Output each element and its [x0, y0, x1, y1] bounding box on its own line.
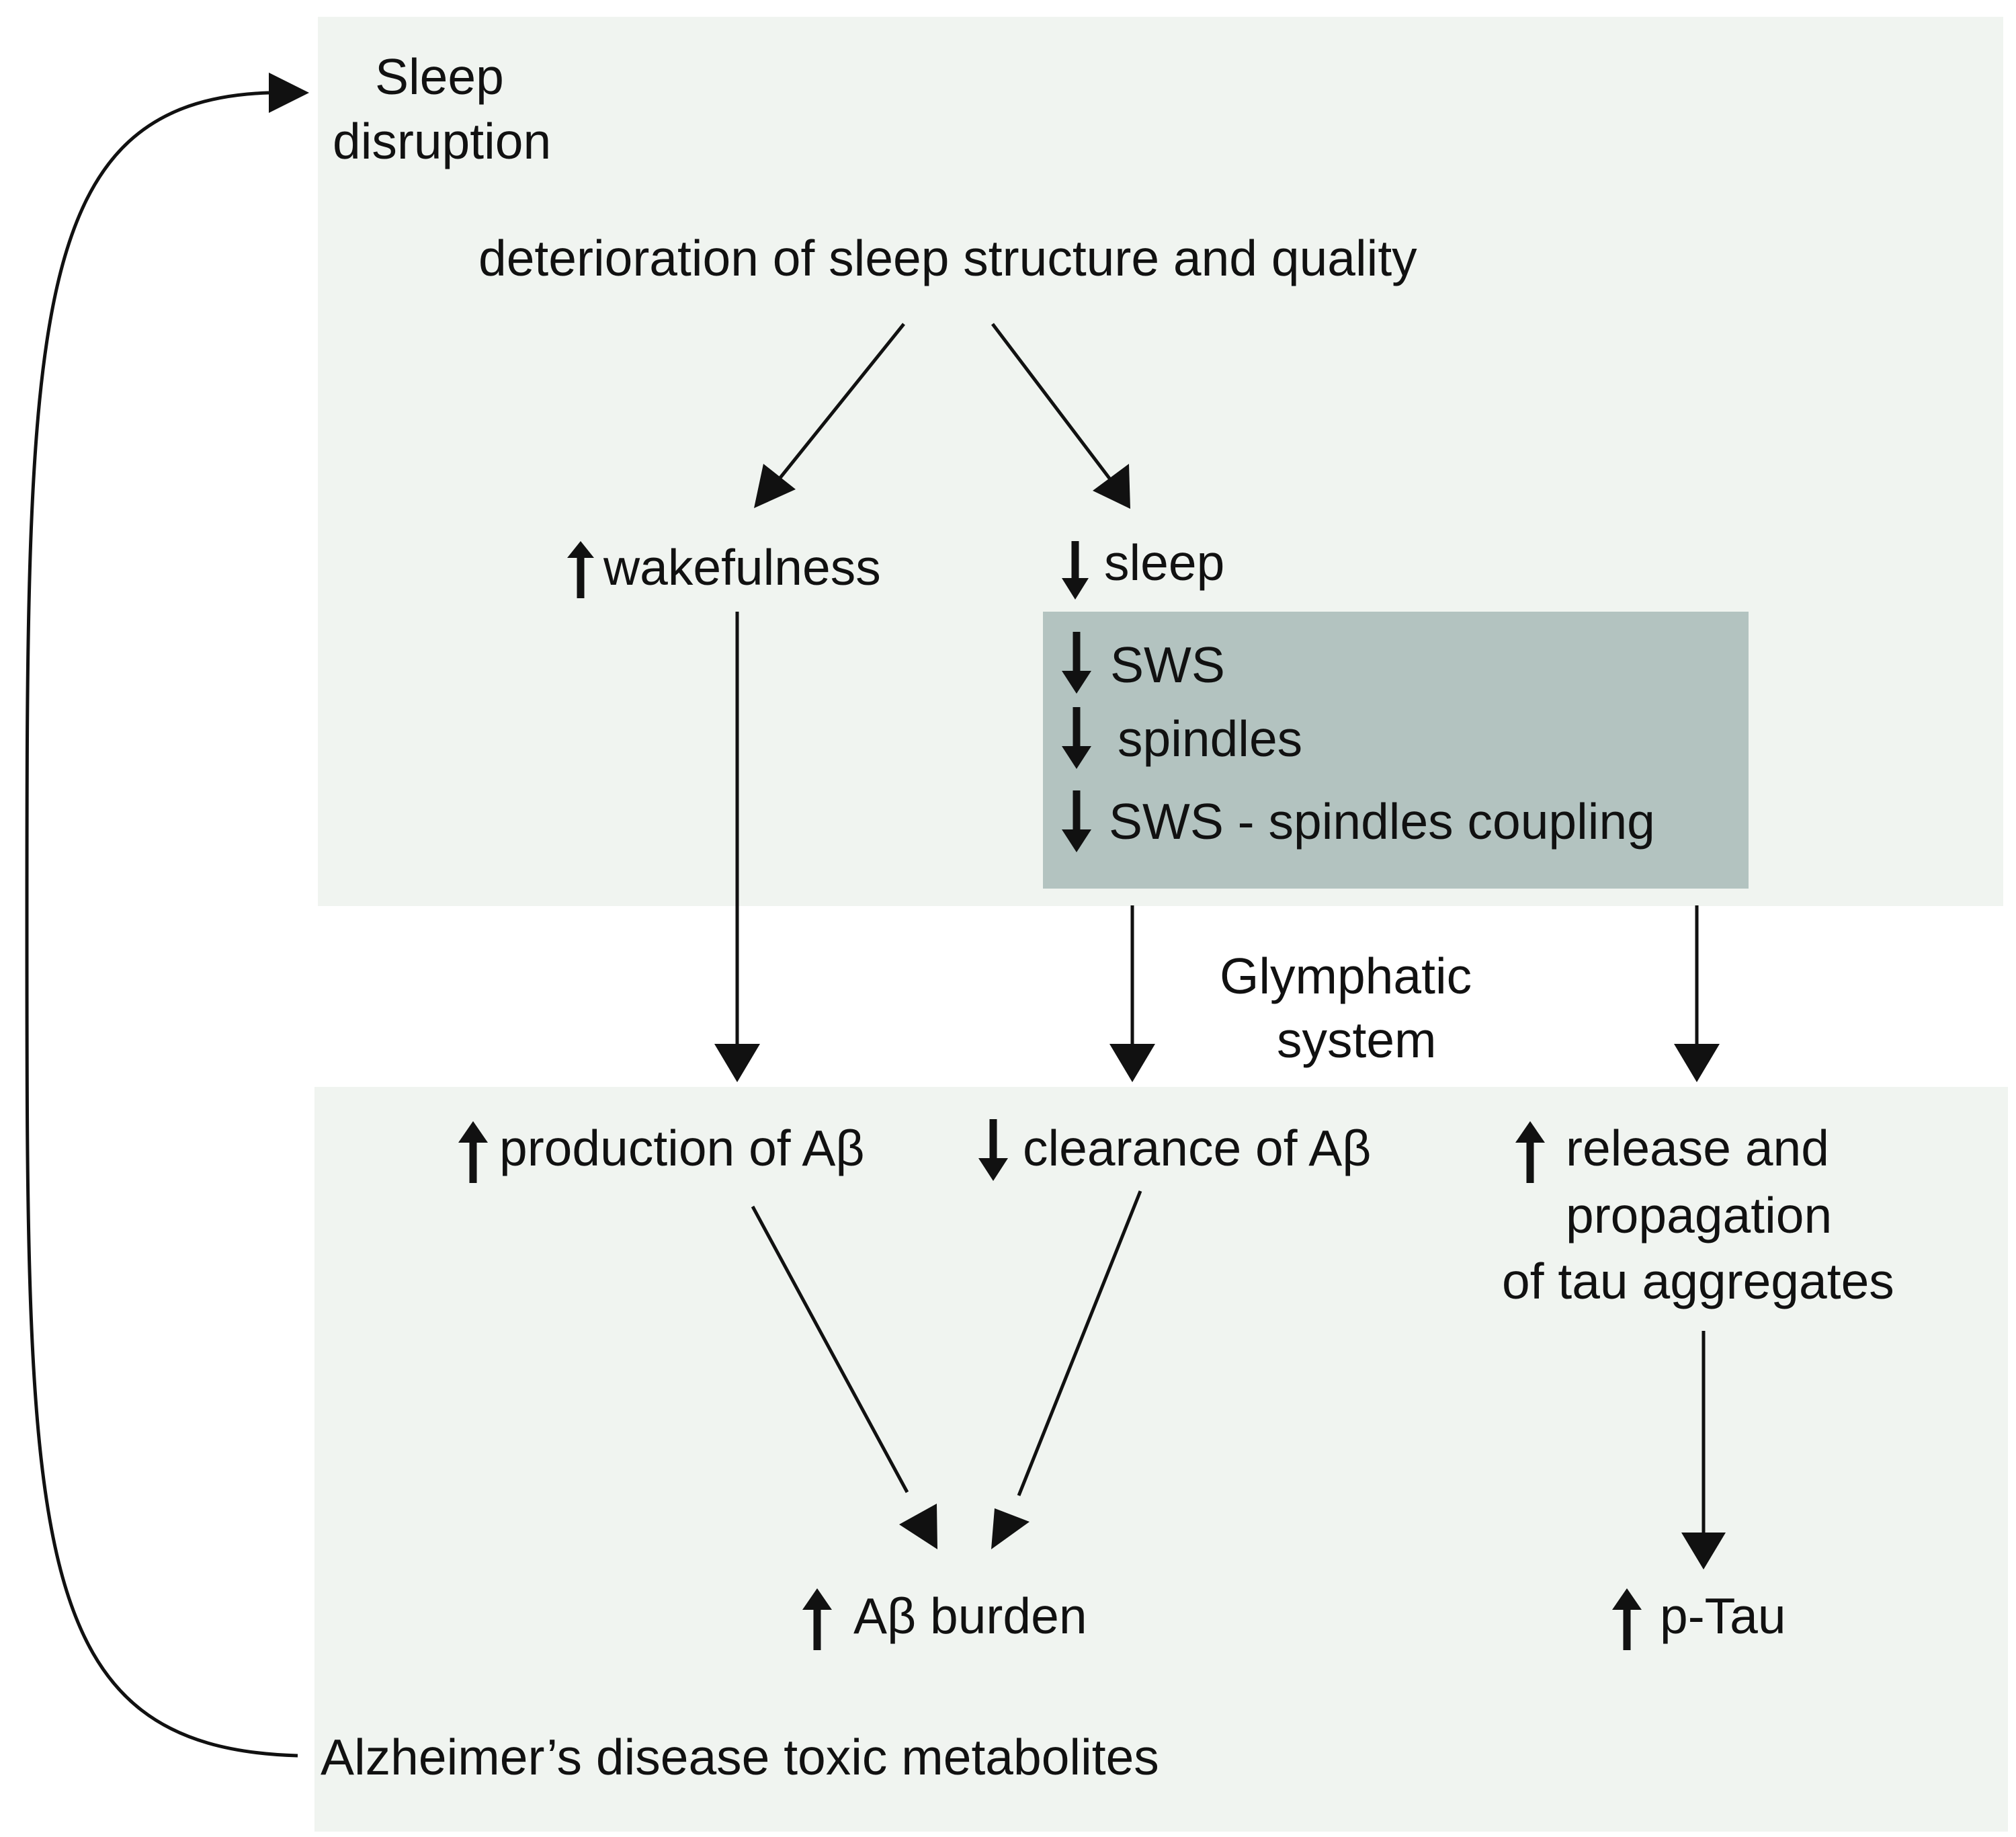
- glymphatic-system-label-line1: Glymphatic: [1220, 948, 1472, 1004]
- wakefulness-label: wakefulness: [603, 539, 881, 596]
- tau-release-label-line1: release and: [1566, 1120, 1829, 1176]
- up-arrow-icon: [1612, 1588, 1642, 1610]
- sws-spindles-coupling-label: SWS - spindles coupling: [1109, 793, 1655, 850]
- up-arrow-icon: [1515, 1121, 1545, 1143]
- ptau-label: p-Tau: [1660, 1588, 1786, 1644]
- arrow-head: [714, 1044, 760, 1082]
- arrow-clearance-to-ab-burden: [1017, 1190, 1142, 1496]
- sws-label: SWS: [1110, 637, 1225, 693]
- glymphatic-system-label-line2: system: [1277, 1012, 1437, 1068]
- bottom-panel: [314, 1087, 2008, 1832]
- arrow-deterioration-to-sleep: [991, 323, 1114, 483]
- deterioration-label: deterioration of sleep structure and qua…: [478, 230, 1417, 286]
- down-arrow-icon: [1062, 671, 1091, 694]
- down-arrow-icon: [1062, 829, 1091, 852]
- arrow-head: [1093, 464, 1130, 509]
- arrow-head: [1681, 1533, 1726, 1569]
- tau-release-label-line3: of tau aggregates: [1502, 1253, 1894, 1309]
- clearance-of-ab-label: clearance of Aβ: [1023, 1120, 1371, 1176]
- production-of-ab-label: production of Aβ: [499, 1120, 865, 1176]
- arrow-head: [991, 1508, 1030, 1549]
- arrow-head: [899, 1504, 937, 1549]
- sleep-label: sleep: [1104, 534, 1224, 591]
- sleep-disruption-title-line2: disruption: [333, 113, 551, 169]
- arrow-deterioration-to-wakefulness: [778, 323, 905, 480]
- arrow-head: [754, 464, 796, 508]
- down-arrow-icon: [978, 1158, 1008, 1181]
- arrow-production-to-ab-burden: [751, 1205, 909, 1494]
- up-arrow-icon: [458, 1121, 488, 1143]
- sws-highlight-box: [1043, 612, 1749, 889]
- up-arrow-icon: [802, 1588, 832, 1610]
- down-arrow-icon: [1062, 578, 1089, 600]
- spindles-label: spindles: [1118, 710, 1302, 767]
- tau-release-label-line2: propagation: [1566, 1187, 1832, 1243]
- arrow-head: [1109, 1044, 1155, 1082]
- ad-toxic-metabolites-label: Alzheimer’s disease toxic metabolites: [321, 1729, 1159, 1785]
- down-arrow-icon: [1062, 746, 1091, 769]
- sleep-disruption-title-line1: Sleep: [375, 48, 504, 105]
- feedback-loop-arrow: [25, 91, 298, 1758]
- arrow-head: [1674, 1044, 1720, 1082]
- up-arrow-icon: [567, 541, 594, 558]
- ab-burden-label: Aβ burden: [853, 1588, 1087, 1644]
- feedback-loop-arrow-head: [269, 73, 309, 113]
